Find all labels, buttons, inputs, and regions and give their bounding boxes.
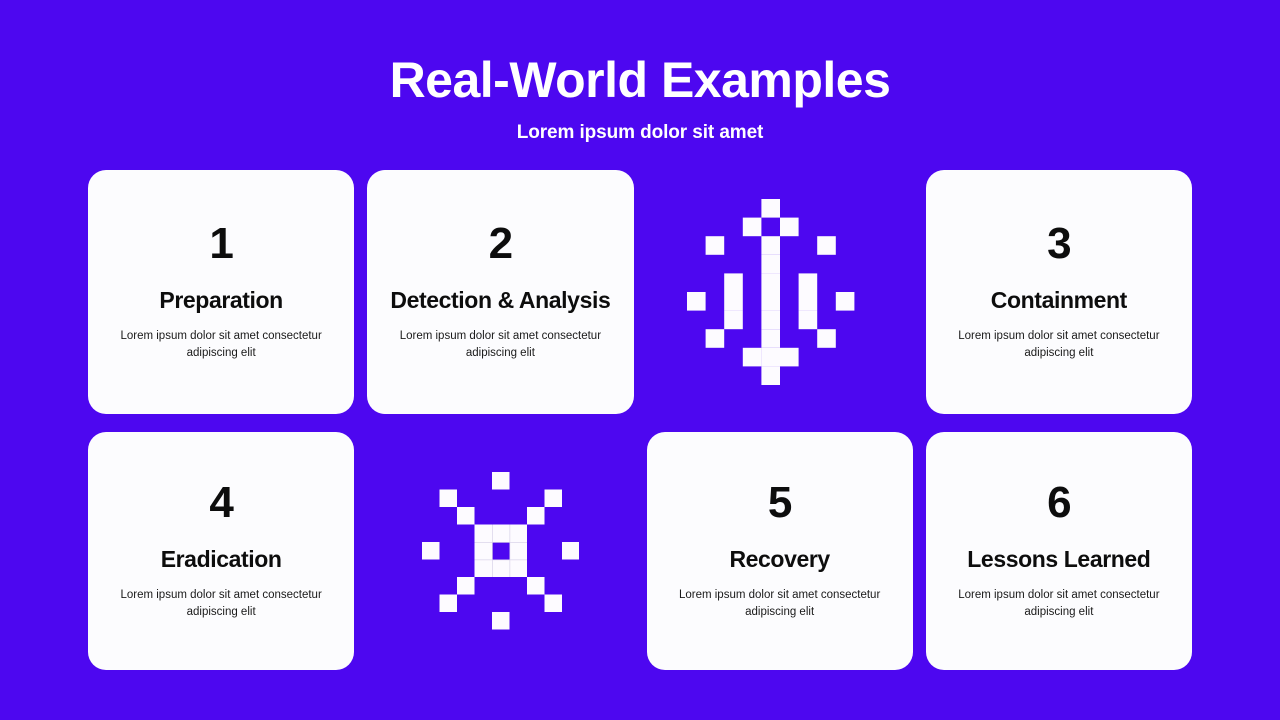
card-title: Lessons Learned xyxy=(967,545,1151,572)
card-description: Lorem ipsum dolor sit amet consectetur a… xyxy=(958,589,1160,619)
card-description: Lorem ipsum dolor sit amet consectetur a… xyxy=(958,330,1160,360)
card-containment[interactable]: 3 Containment Lorem ipsum dolor sit amet… xyxy=(925,170,1192,414)
card-title: Eradication xyxy=(160,545,282,572)
card-title: Detection & Analysis xyxy=(390,286,611,313)
card-title: Containment xyxy=(990,286,1128,313)
card-recovery[interactable]: 5 Recovery Lorem ipsum dolor sit amet co… xyxy=(646,432,913,670)
card-detection-analysis[interactable]: 2 Detection & Analysis Lorem ipsum dolor… xyxy=(367,170,634,414)
card-description: Lorem ipsum dolor sit amet consectetur a… xyxy=(678,589,881,619)
slide-header: Real-World Examples Lorem ipsum dolor si… xyxy=(0,52,1280,144)
card-description: Lorem ipsum dolor sit amet consectetur a… xyxy=(120,330,322,360)
card-number: 3 xyxy=(1047,218,1072,268)
page-title: Real-World Examples xyxy=(389,52,891,108)
card-lessons-learned[interactable]: 6 Lessons Learned Lorem ipsum dolor sit … xyxy=(925,432,1192,670)
pixel-sun-burst-icon xyxy=(367,432,633,670)
page-subtitle: Lorem ipsum dolor sit amet xyxy=(516,121,764,143)
card-description: Lorem ipsum dolor sit amet consectetur a… xyxy=(120,589,322,619)
card-number: 6 xyxy=(1047,477,1072,527)
card-title: Recovery xyxy=(729,545,830,572)
card-number: 4 xyxy=(209,477,234,527)
cards-grid: 1 Preparation Lorem ipsum dolor sit amet… xyxy=(88,170,1192,670)
card-preparation[interactable]: 1 Preparation Lorem ipsum dolor sit amet… xyxy=(88,170,355,414)
card-number: 2 xyxy=(488,218,514,268)
card-number: 5 xyxy=(767,477,793,527)
card-title: Preparation xyxy=(159,286,283,313)
card-number: 1 xyxy=(209,218,234,268)
pixel-compass-star-icon xyxy=(647,170,913,414)
card-description: Lorem ipsum dolor sit amet consectetur a… xyxy=(399,330,602,360)
card-eradication[interactable]: 4 Eradication Lorem ipsum dolor sit amet… xyxy=(88,432,355,670)
